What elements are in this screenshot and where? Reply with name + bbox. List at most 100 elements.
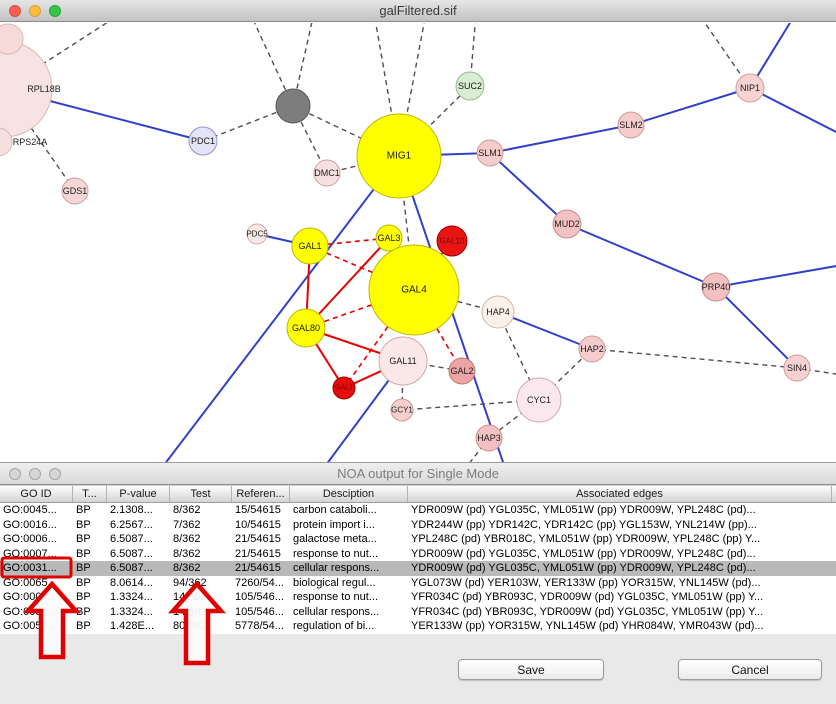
network-node-dmc1[interactable] (313, 159, 341, 187)
minimize-button[interactable] (29, 5, 41, 17)
network-edge[interactable] (398, 23, 426, 157)
network-node-prp40[interactable] (701, 272, 731, 302)
column-header-5[interactable]: Desciption (290, 486, 408, 502)
network-node-hap2[interactable] (578, 335, 606, 363)
network-node-gal1[interactable] (291, 227, 329, 265)
network-node-gal10[interactable] (436, 225, 468, 257)
zoom-button[interactable] (49, 5, 61, 17)
zoom-button-inactive[interactable] (49, 468, 61, 480)
network-edge[interactable] (715, 286, 798, 369)
network-edge[interactable] (698, 23, 751, 89)
network-node-slm2[interactable] (617, 111, 645, 139)
network-node-hub[interactable] (275, 88, 311, 124)
network-node-pdc1[interactable] (188, 126, 218, 156)
network-node-mig1[interactable] (356, 113, 442, 199)
network-edge[interactable] (497, 311, 593, 350)
network-node-gal11[interactable] (378, 336, 428, 386)
network-edge[interactable] (413, 289, 463, 372)
table-cell: 1.3324... (110, 605, 153, 618)
table-cell: BP (76, 562, 91, 575)
table-cell: GO:0006... (3, 533, 57, 546)
network-node-corner[interactable] (0, 23, 24, 55)
network-node-nip1[interactable] (735, 73, 765, 103)
close-button-inactive[interactable] (9, 468, 21, 480)
network-edge[interactable] (497, 311, 540, 401)
network-edge[interactable] (749, 23, 796, 89)
table-cell: 6.5087... (110, 562, 153, 575)
network-node-gds1[interactable] (61, 177, 89, 205)
node-label-sin4: SIN4 (787, 363, 807, 373)
column-header-6[interactable]: Associated edges (408, 486, 832, 502)
network-edge[interactable] (489, 124, 632, 154)
node-label-mud2: MUD2 (554, 219, 580, 229)
network-node-hap3[interactable] (475, 424, 503, 452)
network-node-pdc5[interactable] (246, 223, 268, 245)
network-node-gal80[interactable] (286, 308, 326, 348)
network-node-rps24a[interactable] (0, 127, 13, 157)
network-edge[interactable] (305, 237, 390, 329)
table-cell: 14/362 (173, 591, 207, 604)
table-cell: 8.0614... (110, 576, 153, 589)
network-node-sin4[interactable] (783, 354, 811, 382)
network-node-gal7[interactable] (332, 376, 356, 400)
network-edge[interactable] (489, 152, 568, 225)
network-node-mud2[interactable] (552, 209, 582, 239)
column-header-0[interactable]: GO ID (0, 486, 73, 502)
network-node-cyc1[interactable] (516, 377, 562, 423)
save-button[interactable]: Save (458, 659, 604, 680)
network-node-hap4[interactable] (481, 295, 515, 329)
table-cell: 7/362 (173, 518, 201, 531)
network-edge[interactable] (591, 348, 798, 369)
network-edge[interactable] (374, 23, 400, 157)
network-edge[interactable] (398, 85, 471, 157)
column-header-4[interactable]: Referen... (232, 486, 290, 502)
table-cell: 1.428E... (110, 620, 155, 633)
network-edge[interactable] (202, 105, 294, 142)
table-cell: 80/362 (173, 620, 207, 633)
noa-window-title: NOA output for Single Mode (337, 466, 499, 481)
network-edge[interactable] (164, 155, 400, 462)
column-header-3[interactable]: Test (170, 486, 232, 502)
network-edge[interactable] (292, 105, 400, 157)
close-button[interactable] (9, 5, 21, 17)
cancel-button[interactable]: Cancel (678, 659, 822, 680)
network-window-titlebar[interactable]: galFiltered.sif (0, 0, 836, 22)
network-edge[interactable] (292, 23, 314, 107)
minimize-button-inactive[interactable] (29, 468, 41, 480)
network-edge[interactable] (749, 87, 836, 135)
network-node-gal2[interactable] (448, 357, 476, 385)
table-cell: BP (76, 605, 91, 618)
network-edge[interactable] (630, 87, 751, 126)
table-cell: YFR034C (pd) YBR093C, YDR009W (pd) YGL03… (411, 605, 764, 618)
table-cell: GO:0009... (3, 591, 57, 604)
network-node-suc2[interactable] (455, 71, 485, 101)
table-cell: 105/546... (235, 605, 284, 618)
network-node-gal3[interactable] (375, 224, 403, 252)
network-edge[interactable] (250, 23, 294, 107)
column-header-1[interactable]: T... (73, 486, 107, 502)
network-edge[interactable] (401, 399, 540, 411)
node-label-gal2: GAL2 (450, 366, 473, 376)
node-label-nip1: NIP1 (740, 83, 760, 93)
column-header-2[interactable]: P-value (107, 486, 170, 502)
network-node-gcy1[interactable] (390, 398, 414, 422)
network-edge[interactable] (796, 367, 836, 375)
noa-window-titlebar[interactable]: NOA output for Single Mode (0, 463, 836, 485)
network-node-slm1[interactable] (476, 139, 504, 167)
table-cell: 6.2567... (110, 518, 153, 531)
network-edge[interactable] (566, 223, 717, 288)
network-node-gal4[interactable] (368, 244, 460, 336)
network-edge[interactable] (468, 437, 490, 462)
network-edge[interactable] (715, 265, 836, 288)
